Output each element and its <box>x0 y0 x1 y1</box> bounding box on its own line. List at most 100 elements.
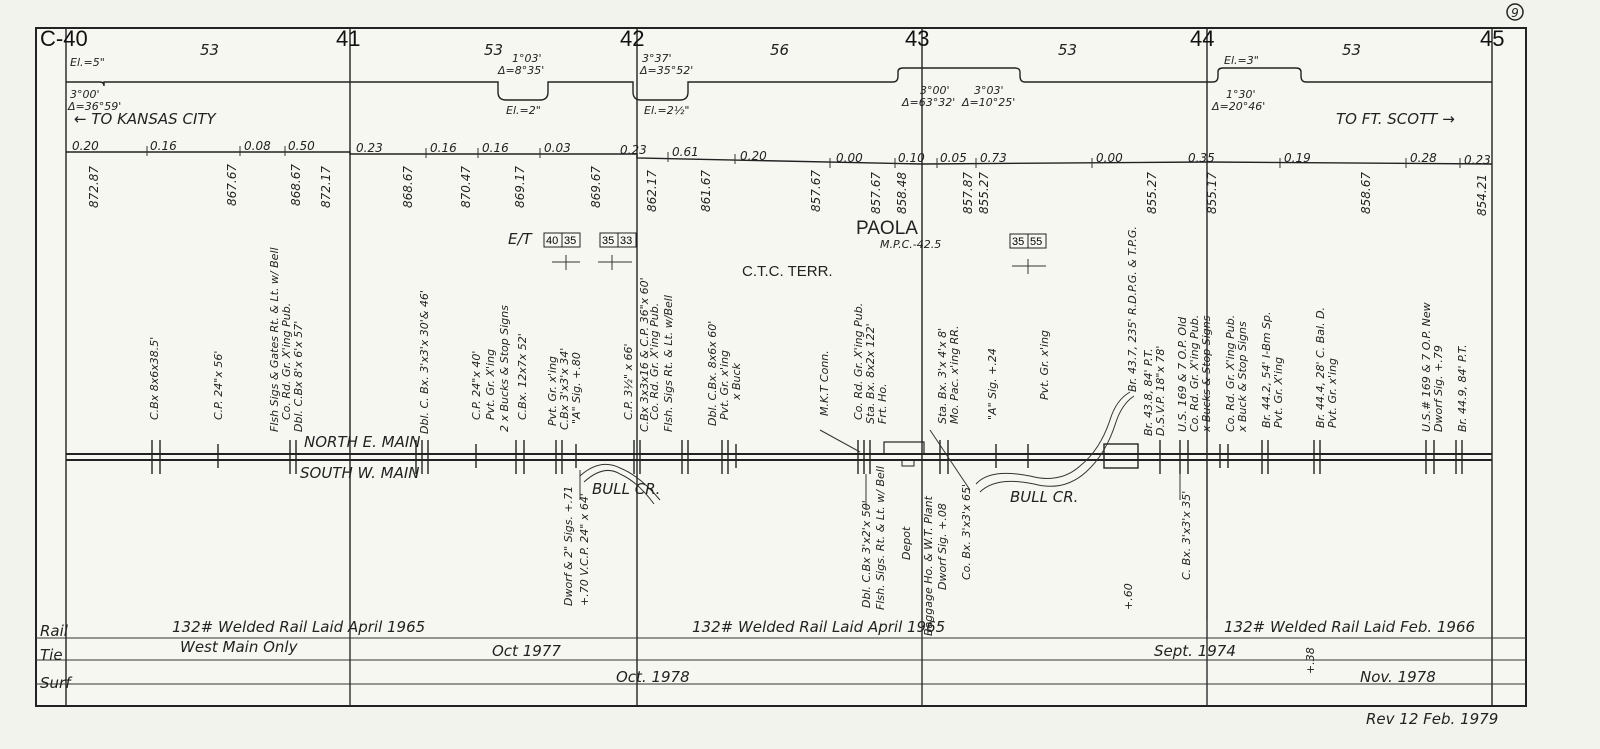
row-dividers <box>349 620 1208 706</box>
grade-label: 0.00 <box>1096 151 1123 165</box>
grade-label: 0.05 <box>940 151 967 165</box>
signal-number: 35 <box>564 235 576 247</box>
feature-label: Pvt. Gr. x'ing <box>546 356 559 426</box>
feature-label: D.S.V.P. 18"x 78' <box>1154 346 1167 436</box>
elevation-label: 857.67 <box>869 172 883 214</box>
feature-label: Br. 44.9, 84' P.T. <box>1456 344 1469 432</box>
feature-label: Dbl. C.Bx. 8x6x 60' <box>706 321 719 426</box>
depot-symbol <box>901 459 915 467</box>
feature-label: Pvt. Gr. x'ing <box>1038 330 1051 400</box>
feature-label: Co. Rd. Gr. X'ing Pub. <box>1224 315 1237 432</box>
elevation-label: 855.27 <box>1145 172 1159 214</box>
creek-label: BULL CR. <box>1010 488 1078 506</box>
curve-delta: Δ=35°52' <box>639 64 693 77</box>
feature-label: Dworf Sig. +.79 <box>1432 345 1445 432</box>
elevation-label: 869.17 <box>513 166 527 208</box>
elevation-label: 868.67 <box>289 164 303 206</box>
feature-label: C.P. 24"x 40' <box>470 351 483 420</box>
grade-label: 0.08 <box>244 139 271 153</box>
feature-label: Dworf & 2" Sigs. +.71 <box>562 486 575 606</box>
feature-label: Flsh. Sigs Rt. & Lt. w/Bell <box>662 295 675 432</box>
feature-label: Dbl. C. Bx. 3'x3'x 30'& 46' <box>418 290 431 434</box>
feature-label: Br. 43.7, 235' R.D.P.G. & T.P.G. <box>1126 226 1139 392</box>
feature-label: Co. Rd. Gr. X'ing Pub. <box>852 303 865 420</box>
station-milepost: M.P.C.-42.5 <box>880 238 941 251</box>
feature-label: Br. 44.4, 28' C. Bal. D. <box>1314 307 1327 428</box>
signal-number: 40 <box>546 235 558 247</box>
curve-delta: Δ=20°46' <box>1211 100 1265 113</box>
feature-label: Flsh Sigs & Gates Rt. & Lt. w/ Bell <box>268 247 281 432</box>
surf-text: Nov. 1978 <box>1360 668 1436 686</box>
feature-label: Sta. Bx. 3'x 4'x 8' <box>936 328 949 424</box>
segment-length: 53 <box>1342 41 1361 59</box>
curve-degree: 3°00' <box>70 88 100 101</box>
segment-length: 53 <box>1058 41 1077 59</box>
curve-degree: 3°03' <box>974 84 1004 97</box>
feature-label: C.P. 3½" x 66' <box>622 343 635 420</box>
grade-ticks <box>146 146 1461 168</box>
milepost-label: 44 <box>1190 26 1214 51</box>
feature-label: C.Bx 8x6x38.5' <box>148 337 161 420</box>
grade-label: 0.35 <box>1188 151 1215 165</box>
revision-label: Rev 12 Feb. 1979 <box>1366 710 1498 728</box>
grade-label: 0.23 <box>1464 153 1491 167</box>
feature-label: 2 x Bucks & Stop Signs <box>498 305 511 432</box>
elevation-labels: 872.87 867.67 868.67 872.17 868.67 870.4… <box>87 164 1489 216</box>
segment-length: 53 <box>200 41 219 59</box>
elevation-label: 870.47 <box>459 166 473 208</box>
segment-length: 56 <box>770 41 789 59</box>
feature-label: Dbl. C.Bx 3'x2'x 50' <box>860 500 873 608</box>
feature-label: C.P. 24"x 56' <box>212 351 225 420</box>
feature-label: +.38 <box>1304 647 1317 674</box>
elevation-label: 857.87 <box>961 172 975 214</box>
feature-label: Pvt. Gr. X'ing <box>484 349 497 420</box>
segment-length: 53 <box>484 41 503 59</box>
grade-label: 0.23 <box>620 143 647 157</box>
feature-label: Pvt. Gr. x'ing <box>718 350 731 420</box>
bull-creek-2 <box>975 391 1131 485</box>
signal-box <box>561 232 581 248</box>
elevation-label: 868.67 <box>401 166 415 208</box>
upper-feature-labels: C.Bx 8x6x38.5' C.P. 24"x 56' Flsh Sigs &… <box>148 226 1469 436</box>
bridge-symbol <box>1103 443 1139 469</box>
row-label: Tie <box>40 646 63 664</box>
grade-label: 0.28 <box>1410 151 1437 165</box>
grade-label: 0.00 <box>836 151 863 165</box>
feature-label: Mo. Pac. x'ing RR. <box>948 326 961 424</box>
mkt-connection <box>819 429 861 453</box>
feature-label: Sta. Bx. 8x2x 122' <box>864 323 877 424</box>
milepost-label: 45 <box>1480 26 1504 51</box>
grade-label: 0.16 <box>150 139 177 153</box>
grade-label: 0.20 <box>72 139 99 153</box>
feature-label: Br. 44.2, 54' I-Bm Sp. <box>1260 312 1273 429</box>
tie-text: Oct 1977 <box>492 642 561 660</box>
signal-number: 35 <box>1012 236 1024 248</box>
curve-delta: Δ=8°35' <box>497 64 544 77</box>
feature-label: U.S. 169 & 7 O.P. Old <box>1176 316 1189 432</box>
grade-label: 0.10 <box>898 151 925 165</box>
feature-label: x Buck <box>730 362 743 401</box>
tie-text: Sept. 1974 <box>1154 642 1236 660</box>
elevation-label: 867.67 <box>225 164 239 206</box>
curve-elevation: El.=3" <box>1224 54 1259 67</box>
grade-label: 0.20 <box>740 149 767 163</box>
elevation-label: 857.67 <box>809 170 823 212</box>
et-label: E/T <box>508 230 534 248</box>
row-label: Surf <box>40 674 73 692</box>
grade-labels: 0.20 0.16 0.08 0.50 0.23 0.16 0.16 0.03 … <box>72 139 1491 167</box>
grade-label: 0.16 <box>430 141 457 155</box>
feature-label: U.S.# 169 & 7 O.P. New <box>1420 302 1433 432</box>
curve-delta: Δ=10°25' <box>961 96 1015 109</box>
bull-creek-1-bank <box>583 469 655 505</box>
feature-label: Co. Bx. 3'x3'x 65' <box>960 484 973 580</box>
bull-creek-1 <box>579 463 661 501</box>
rail-text: 132# Welded Rail Laid April 1965 <box>172 618 425 636</box>
rail-text: West Main Only <box>180 638 299 656</box>
feature-label: Co. Rd. Gr. X'ing Pub. <box>648 303 661 420</box>
signal-box <box>617 232 637 248</box>
curve-elevation: El.=5" <box>70 56 105 69</box>
signal-number: 35 <box>602 235 614 247</box>
elevation-label: 862.17 <box>645 170 659 212</box>
curve-delta: Δ=63°32' <box>901 96 955 109</box>
